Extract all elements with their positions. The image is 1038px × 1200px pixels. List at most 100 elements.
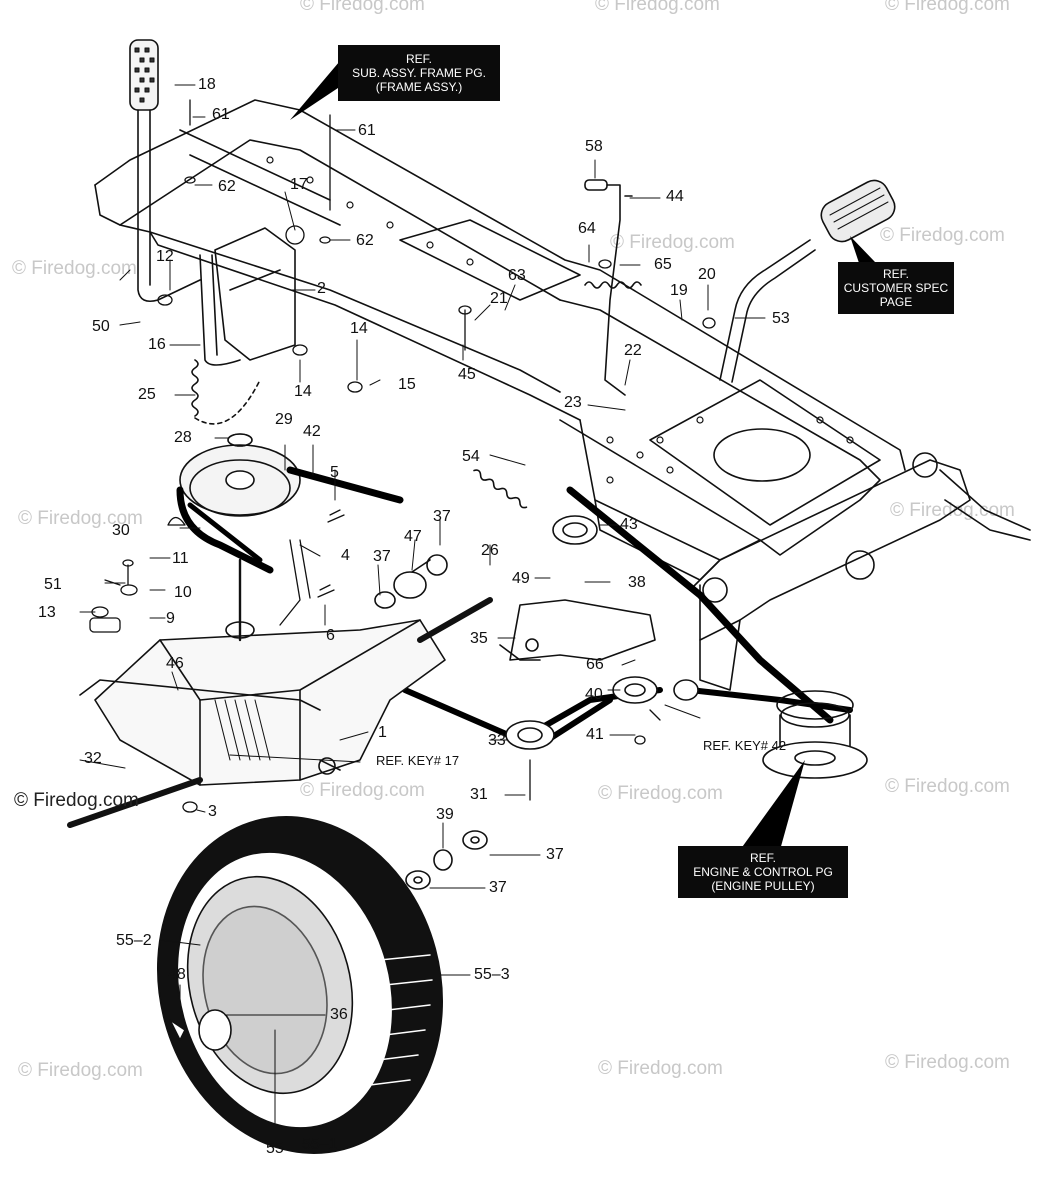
spring	[191, 359, 199, 417]
callout-32[interactable]: 32	[84, 750, 102, 767]
callout-40[interactable]: 40	[585, 686, 603, 703]
watermark: © Firedog.com	[885, 776, 1010, 797]
callout-14[interactable]: 14	[294, 383, 312, 400]
callout-15[interactable]: 15	[398, 376, 416, 393]
callout-25[interactable]: 25	[138, 386, 156, 403]
ref-box-line: REF.	[749, 851, 776, 865]
callout-49[interactable]: 49	[512, 570, 530, 587]
callout-46[interactable]: 46	[166, 655, 184, 672]
watermark: © Firedog.com	[598, 1058, 723, 1079]
ref-box-line: ENGINE & CONTROL PG	[693, 865, 833, 879]
callout-55-3[interactable]: 55–3	[474, 966, 510, 983]
ref-box-line: REF.	[882, 267, 909, 281]
callout-4[interactable]: 4	[341, 547, 350, 564]
callout-19[interactable]: 19	[670, 282, 688, 299]
callout-35[interactable]: 35	[470, 630, 488, 647]
callout-51[interactable]: 51	[44, 576, 62, 593]
callout-18[interactable]: 18	[198, 76, 216, 93]
copyright-notice: © Firedog.com	[14, 790, 139, 811]
watermark: © Firedog.com	[885, 1052, 1010, 1073]
callout-23[interactable]: 23	[564, 394, 582, 411]
callout-62[interactable]: 62	[356, 232, 374, 249]
ref-box-line: REF.	[405, 52, 432, 66]
callout-53[interactable]: 53	[772, 310, 790, 327]
callout-10[interactable]: 10	[174, 584, 192, 601]
callout-30[interactable]: 30	[112, 522, 130, 539]
callout-31[interactable]: 31	[470, 786, 488, 803]
callout-1[interactable]: 1	[378, 724, 387, 741]
callout-48[interactable]: 48	[168, 966, 186, 983]
callout-38[interactable]: 38	[628, 574, 646, 591]
ref-engine-control-box: REF. ENGINE & CONTROL PG (ENGINE PULLEY)	[678, 846, 848, 898]
callout-41[interactable]: 41	[586, 726, 604, 743]
callout-17[interactable]: 17	[290, 176, 308, 193]
ref-key-42: REF. KEY# 42	[703, 738, 787, 753]
hitch-lever	[129, 39, 241, 366]
customer-ref-pointer	[850, 236, 875, 266]
watermark: © Firedog.com	[595, 0, 720, 15]
spring	[473, 469, 528, 509]
rear-wheel	[156, 816, 488, 1154]
shift-lever	[584, 179, 642, 396]
callout-55-1[interactable]: 55–1	[302, 1136, 338, 1153]
watermark: © Firedog.com	[12, 258, 137, 279]
callout-20[interactable]: 20	[698, 266, 716, 283]
callout-6[interactable]: 6	[326, 627, 335, 644]
callout-26[interactable]: 26	[481, 542, 499, 559]
callout-64[interactable]: 64	[578, 220, 596, 237]
watermark: © Firedog.com	[18, 1060, 143, 1081]
watermark: © Firedog.com	[18, 508, 143, 529]
ref-box-line: (ENGINE PULLEY)	[711, 879, 815, 893]
transaxle	[67, 558, 493, 828]
watermark: © Firedog.com	[300, 780, 425, 801]
callout-62[interactable]: 62	[218, 178, 236, 195]
bushing	[374, 554, 448, 609]
callout-12[interactable]: 12	[156, 248, 174, 265]
callout-33[interactable]: 33	[488, 732, 506, 749]
callout-9[interactable]: 9	[166, 610, 175, 627]
callout-37[interactable]: 37	[489, 879, 507, 896]
callout-66[interactable]: 66	[586, 656, 604, 673]
watermark: © Firedog.com	[610, 232, 735, 253]
belt-and-pulleys	[176, 433, 868, 779]
callout-37[interactable]: 37	[433, 508, 451, 525]
callout-44[interactable]: 44	[666, 188, 684, 205]
watermark: © Firedog.com	[598, 783, 723, 804]
callout-37[interactable]: 37	[373, 548, 391, 565]
callout-37[interactable]: 37	[546, 846, 564, 863]
watermark: © Firedog.com	[300, 0, 425, 15]
callout-29[interactable]: 29	[275, 411, 293, 428]
pedal-rod	[719, 179, 896, 383]
callout-36[interactable]: 36	[330, 1006, 348, 1023]
frame-assembly	[94, 99, 1031, 691]
ref-box-line: CUSTOMER SPEC	[843, 281, 949, 295]
callout-21[interactable]: 21	[490, 290, 508, 307]
watermark: © Firedog.com	[885, 0, 1010, 15]
callout-54[interactable]: 54	[462, 448, 480, 465]
callout-11[interactable]: 11	[172, 550, 189, 567]
frame-ref-pointer	[290, 55, 350, 120]
callout-3[interactable]: 3	[208, 803, 217, 820]
callout-63[interactable]: 63	[508, 267, 526, 284]
ref-key-17: REF. KEY# 17	[376, 753, 460, 768]
callout-50[interactable]: 50	[92, 318, 110, 335]
callout-55-2[interactable]: 55–2	[116, 932, 152, 949]
callout-55[interactable]: 55	[266, 1140, 284, 1157]
callout-16[interactable]: 16	[148, 336, 166, 353]
callout-5[interactable]: 5	[330, 464, 339, 481]
callout-43[interactable]: 43	[620, 516, 638, 533]
callout-13[interactable]: 13	[38, 604, 56, 621]
callout-61[interactable]: 61	[358, 122, 376, 139]
callout-28[interactable]: 28	[174, 429, 192, 446]
watermark: © Firedog.com	[890, 500, 1015, 521]
callout-58[interactable]: 58	[585, 138, 603, 155]
callout-2[interactable]: 2	[317, 280, 326, 297]
callout-42[interactable]: 42	[303, 423, 321, 440]
callout-45[interactable]: 45	[458, 366, 476, 383]
callout-61[interactable]: 61	[212, 106, 230, 123]
callout-14[interactable]: 14	[350, 320, 368, 337]
callout-65[interactable]: 65	[654, 256, 672, 273]
callout-47[interactable]: 47	[404, 528, 422, 545]
callout-22[interactable]: 22	[624, 342, 642, 359]
callout-39[interactable]: 39	[436, 806, 454, 823]
